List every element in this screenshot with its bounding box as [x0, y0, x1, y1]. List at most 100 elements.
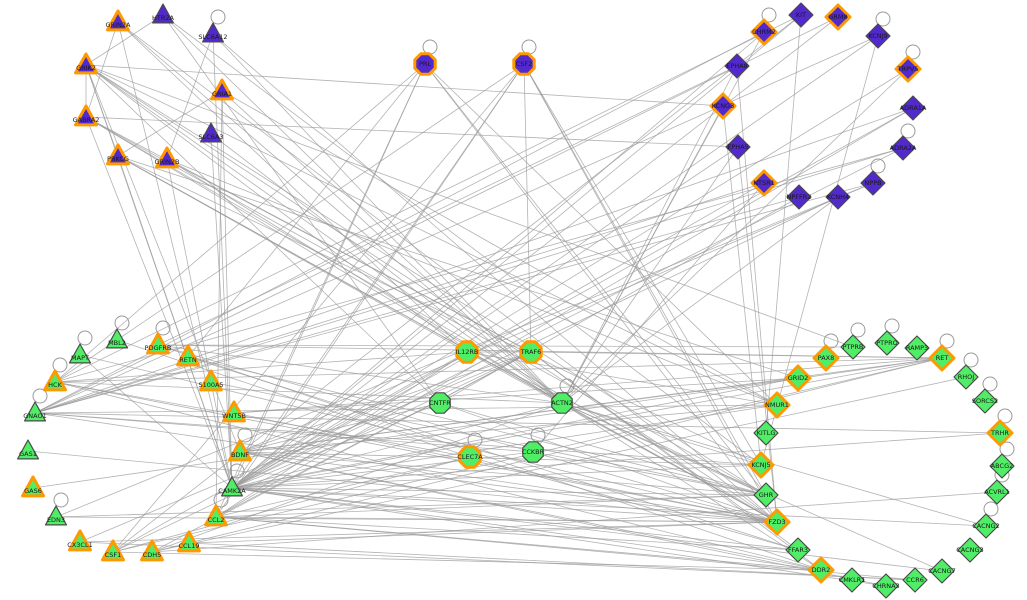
- edge[interactable]: [737, 146, 778, 523]
- edge[interactable]: [239, 451, 767, 496]
- node-BDNF[interactable]: [228, 439, 252, 462]
- node-S100A5[interactable]: [199, 369, 223, 392]
- edge[interactable]: [162, 14, 441, 404]
- edge[interactable]: [85, 14, 164, 66]
- node-SORCS2[interactable]: [972, 388, 998, 414]
- edge[interactable]: [221, 90, 563, 404]
- edge[interactable]: [166, 33, 214, 160]
- node-GHR[interactable]: [753, 482, 779, 508]
- node-CAMK2A[interactable]: [221, 476, 243, 497]
- edge[interactable]: [523, 63, 778, 523]
- self-loop-edge[interactable]: [53, 492, 69, 508]
- node-GABRA2[interactable]: [74, 104, 98, 127]
- node-GRIN2A[interactable]: [106, 9, 130, 32]
- self-loop-edge[interactable]: [939, 333, 955, 349]
- self-loop-edge[interactable]: [850, 322, 866, 338]
- edge[interactable]: [85, 116, 563, 404]
- edge[interactable]: [112, 14, 802, 553]
- edge[interactable]: [239, 451, 762, 466]
- edge[interactable]: [34, 412, 762, 466]
- edge[interactable]: [54, 63, 426, 383]
- edge[interactable]: [239, 402, 441, 453]
- edge[interactable]: [157, 344, 854, 348]
- edge[interactable]: [34, 412, 778, 523]
- node-EDN3[interactable]: [44, 505, 68, 526]
- edge[interactable]: [532, 451, 767, 496]
- self-loop-edge[interactable]: [229, 463, 245, 479]
- edge[interactable]: [79, 351, 532, 543]
- edge[interactable]: [231, 147, 904, 489]
- self-loop-edge[interactable]: [521, 39, 537, 55]
- edge[interactable]: [34, 16, 839, 414]
- node-GRM8[interactable]: [824, 3, 852, 31]
- node-KCNJ5[interactable]: [747, 451, 775, 479]
- self-loop-edge[interactable]: [77, 330, 93, 346]
- edge[interactable]: [231, 35, 879, 489]
- self-loop-edge[interactable]: [982, 376, 998, 392]
- node-ADRA1A[interactable]: [900, 95, 926, 121]
- edge[interactable]: [112, 351, 468, 553]
- self-loop-edge[interactable]: [237, 427, 253, 443]
- node-CDH5[interactable]: [140, 539, 164, 562]
- edge[interactable]: [561, 196, 839, 404]
- edge[interactable]: [215, 107, 914, 518]
- self-loop-edge[interactable]: [870, 158, 886, 174]
- edge[interactable]: [112, 63, 525, 553]
- edge[interactable]: [215, 63, 525, 518]
- edge[interactable]: [760, 35, 879, 466]
- edge[interactable]: [221, 90, 778, 406]
- self-loop-edge[interactable]: [900, 123, 916, 139]
- edge[interactable]: [231, 464, 762, 489]
- node-IL12RB[interactable]: [455, 340, 479, 364]
- edge[interactable]: [85, 64, 724, 107]
- edge[interactable]: [34, 412, 1001, 434]
- node-ADRA2A[interactable]: [890, 135, 916, 161]
- node-HCK[interactable]: [43, 369, 67, 392]
- edge[interactable]: [765, 14, 802, 434]
- node-CX3CL1[interactable]: [68, 529, 92, 552]
- edge[interactable]: [561, 402, 943, 572]
- node-NTSR1[interactable]: [750, 169, 778, 197]
- edge[interactable]: [79, 541, 916, 581]
- edge[interactable]: [27, 450, 778, 523]
- node-KITLG[interactable]: [753, 420, 779, 446]
- edge[interactable]: [466, 351, 778, 406]
- edge[interactable]: [231, 432, 1001, 489]
- node-KCNG3[interactable]: [709, 92, 737, 120]
- edge[interactable]: [54, 63, 525, 383]
- edge[interactable]: [54, 381, 471, 458]
- edge[interactable]: [85, 116, 778, 523]
- node-PAX8[interactable]: [812, 344, 840, 372]
- edge[interactable]: [239, 451, 778, 523]
- edge[interactable]: [210, 381, 767, 496]
- node-SLC6A3[interactable]: [200, 122, 222, 143]
- edge[interactable]: [117, 90, 223, 157]
- edge[interactable]: [151, 376, 967, 553]
- edge[interactable]: [188, 521, 778, 544]
- node-GAS6[interactable]: [21, 475, 45, 498]
- self-loop-edge[interactable]: [963, 352, 979, 368]
- edge[interactable]: [112, 351, 532, 553]
- node-RHOJ[interactable]: [953, 364, 979, 390]
- edge[interactable]: [85, 64, 563, 404]
- edge[interactable]: [85, 116, 739, 148]
- node-CACNG3[interactable]: [957, 537, 983, 563]
- node-GAS1[interactable]: [17, 439, 40, 460]
- self-loop-edge[interactable]: [875, 11, 891, 27]
- edge[interactable]: [151, 357, 943, 553]
- node-PRL[interactable]: [413, 52, 437, 76]
- node-KCNH4[interactable]: [825, 184, 851, 210]
- edge[interactable]: [231, 68, 909, 489]
- edge[interactable]: [239, 451, 887, 587]
- edge[interactable]: [523, 63, 532, 353]
- edge[interactable]: [79, 354, 778, 523]
- edge[interactable]: [34, 182, 874, 414]
- node-KIT[interactable]: [788, 2, 814, 28]
- node-CSF1[interactable]: [101, 539, 125, 562]
- edge[interactable]: [231, 107, 914, 489]
- self-loop-edge[interactable]: [823, 333, 839, 349]
- node-NMUR1[interactable]: [763, 391, 791, 419]
- node-HTR2A[interactable]: [152, 3, 174, 24]
- edge[interactable]: [239, 404, 778, 453]
